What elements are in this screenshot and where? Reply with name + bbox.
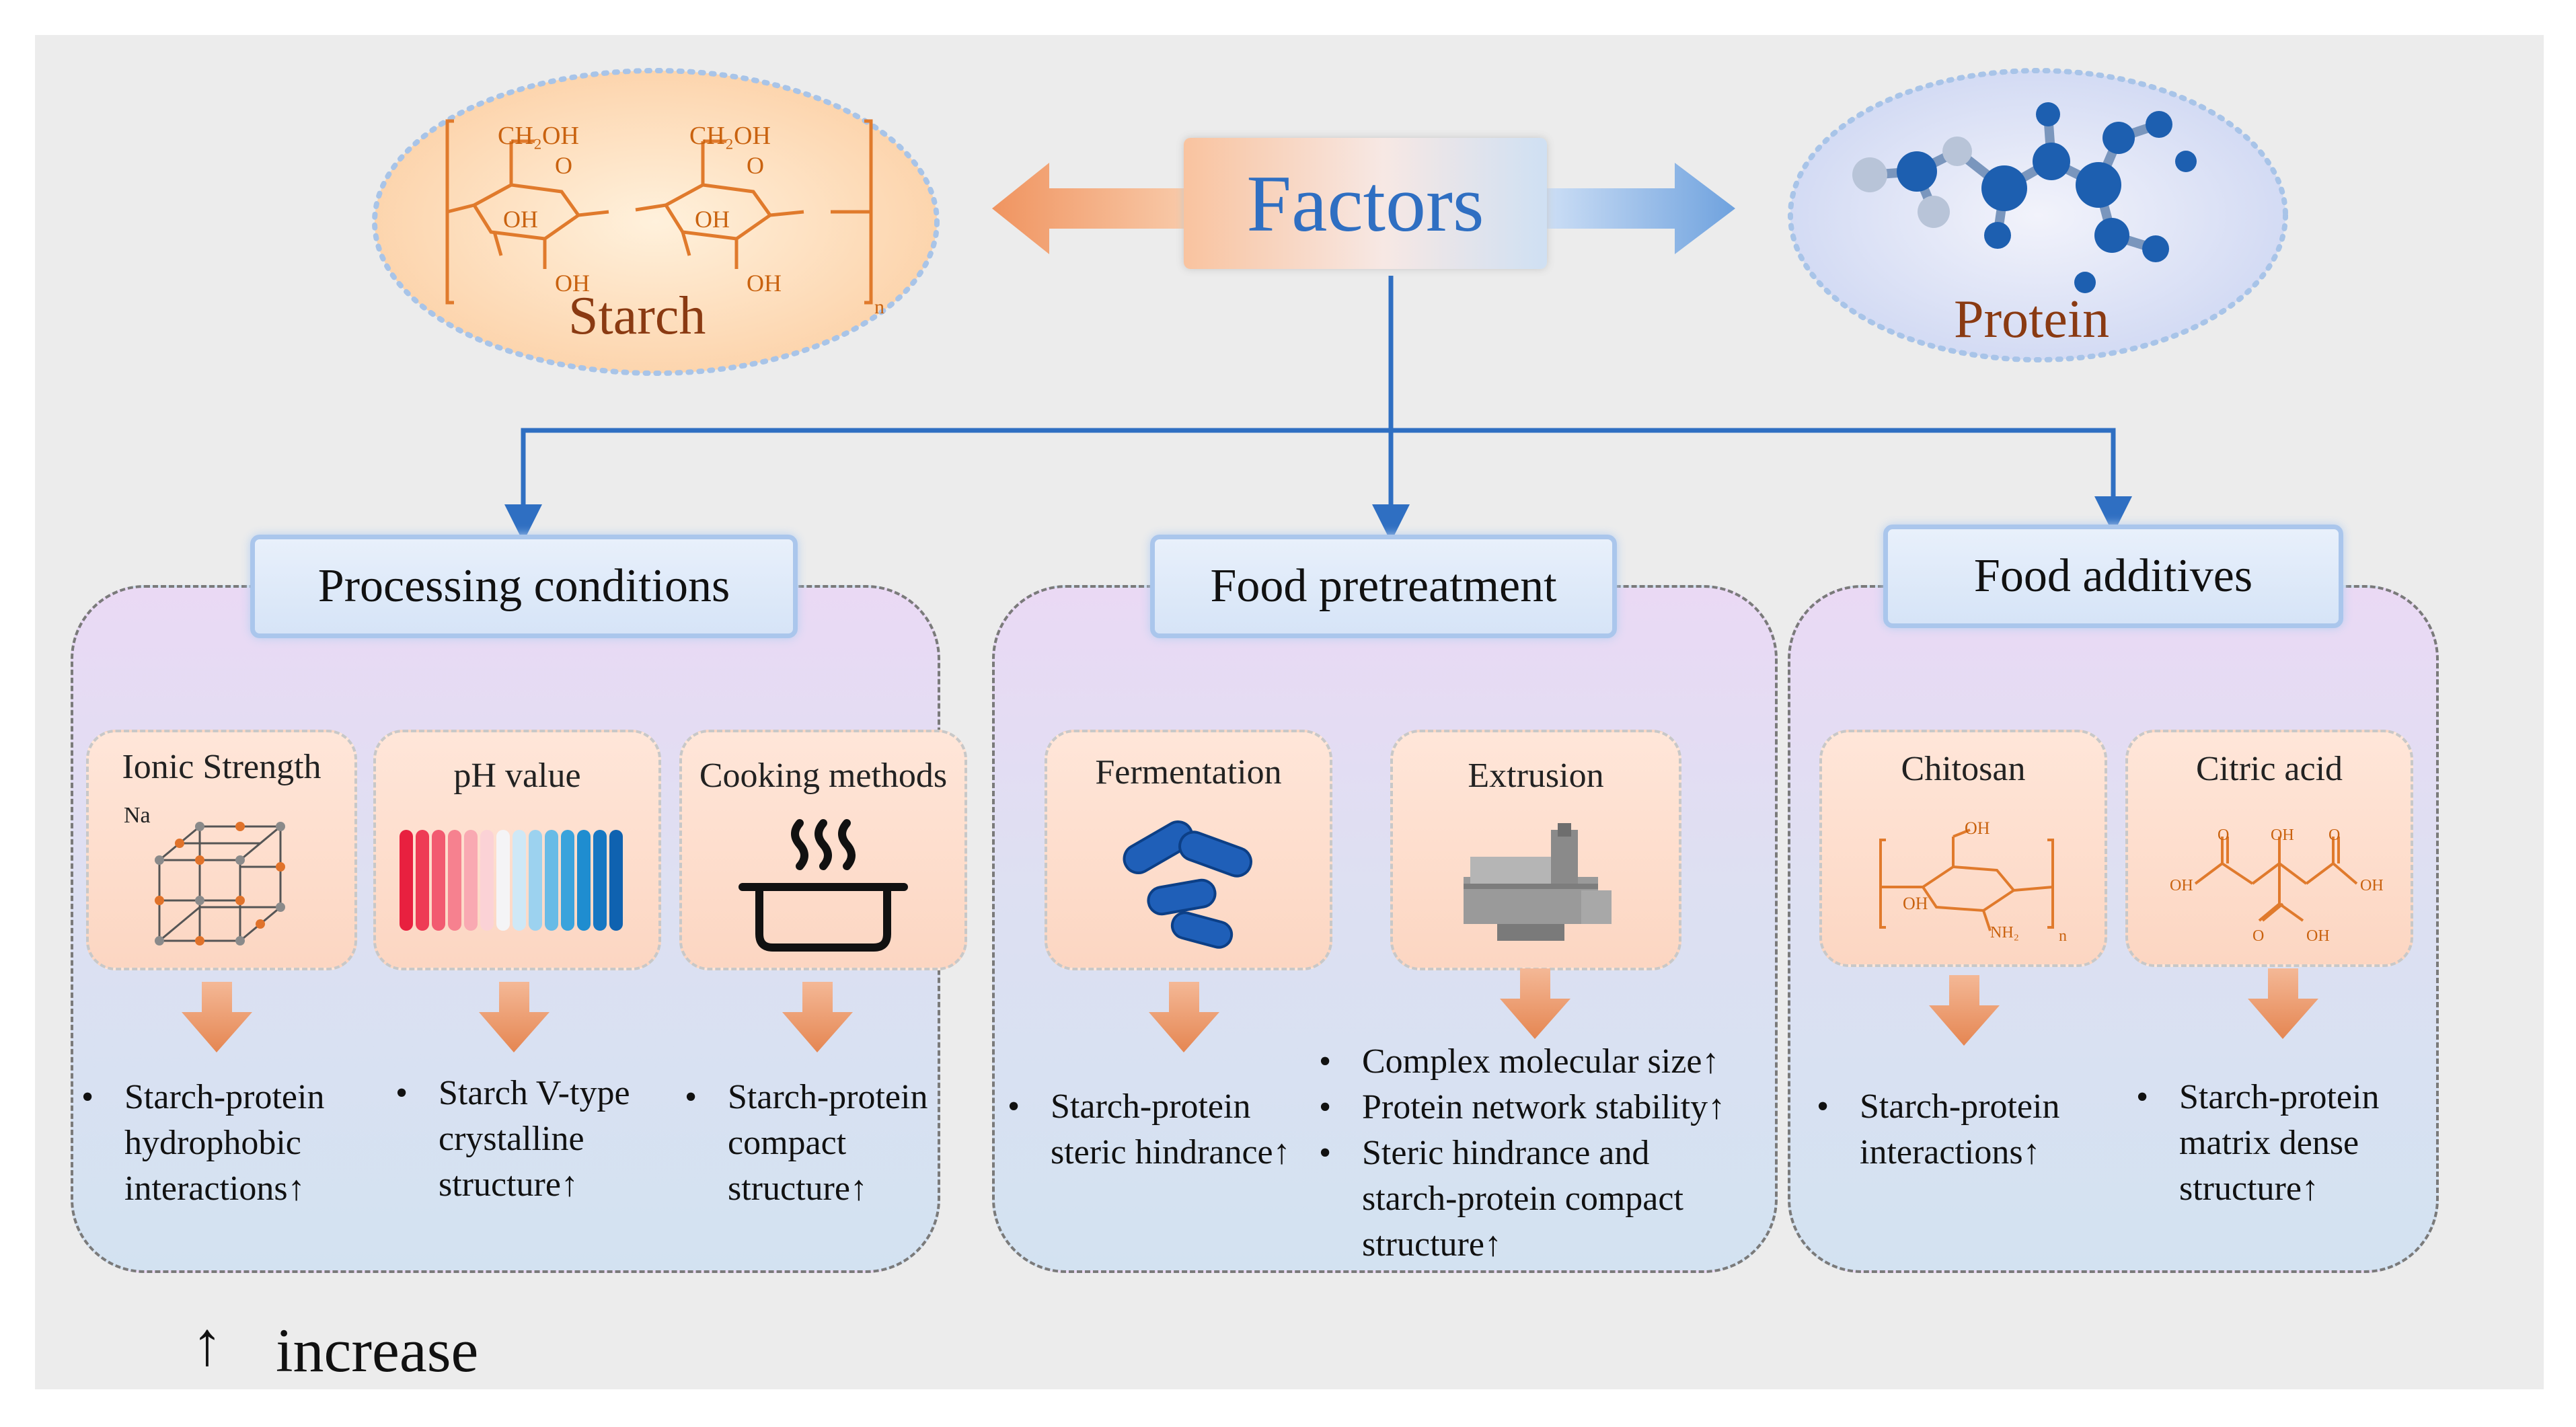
arrow-to-protein [1540,163,1735,254]
citric-acid-structure-icon [2194,837,2358,922]
ph-gradient-icon [400,830,623,931]
chitosan-n-label: n [2059,927,2067,945]
legend-arrow-symbol: ↑ [192,1309,223,1378]
bullet-dot: • [81,1078,94,1116]
chitosan-structure-icon [1879,828,2054,931]
protein-label: Protein [1954,290,2110,349]
extruder-machine-icon [1464,823,1612,941]
chitosan-oh-label-1: OH [1965,818,1990,838]
starch-oh-label-3: OH [555,270,590,297]
fermentation-effect: •Starch-protein steric hindrance↑ [1008,1084,1291,1175]
starch-source-oval [372,68,940,376]
cooking-methods-effect: •Starch-protein compact structure↑ [685,1075,927,1212]
extrusion-title: Extrusion [1468,757,1604,795]
citric-acid-o-label-1: O [2218,826,2230,844]
processing-conditions-header: Processing conditions [250,535,798,638]
citric-acid-o-label-2: O [2328,826,2341,844]
starch-oh-label-4: OH [747,270,782,297]
citric-acid-oh-label-2: OH [2271,826,2294,844]
fermentation-title: Fermentation [1095,753,1282,792]
starch-oh-label-1: OH [503,206,538,233]
crystal-lattice-icon [155,822,285,946]
food-additives-header: Food additives [1883,525,2343,628]
starch-o-label-1: O [555,152,572,179]
fermentation-card: Fermentation [1045,730,1332,970]
bullet-dot: • [1319,1134,1332,1172]
citric-acid-o-label-3: O [2252,927,2265,945]
citric-acid-oh-label-4: OH [2306,927,2330,945]
citric-acid-oh-label-3: OH [2360,877,2384,894]
ionic-strength-card: Ionic Strength Na [86,730,357,970]
starch-n-label: n [874,296,884,318]
arrow-to-starch [992,163,1184,254]
bullet-dot: • [2136,1078,2149,1116]
extrusion-card: Extrusion [1390,730,1681,970]
protein-source-oval [1788,68,2288,362]
citric-acid-title: Citric acid [2195,750,2343,788]
ionic-strength-effect: •Starch-protein hydrophobic interactions… [81,1075,324,1212]
starch-ch2oh-label-2: CH₂OH [689,122,771,150]
starch-oh-label-2: OH [695,206,730,233]
extrusion-effect-1: •Complex molecular size↑ [1319,1039,1719,1085]
starch-label: Starch [568,286,706,346]
bullet-dot: • [1319,1042,1332,1081]
factors-title: Factors [1184,138,1547,269]
ionic-strength-title: Ionic Strength [122,748,321,786]
cooking-pot-icon [738,819,908,952]
starch-o-label-2: O [747,152,764,179]
chitosan-effect: •Starch-protein interactions↑ [1817,1084,2059,1175]
bullet-dot: • [685,1078,697,1116]
legend-label: increase [276,1316,479,1385]
chitosan-nh2-label: NH₂ [1990,924,2020,941]
extrusion-effect-3: •Steric hindrance and starch-protein com… [1319,1130,1683,1268]
ph-value-title: pH value [453,757,581,795]
bullet-dot: • [395,1074,408,1112]
citric-acid-oh-label-1: OH [2170,877,2193,894]
chitosan-title: Chitosan [1901,750,2026,788]
cooking-methods-title: Cooking methods [699,757,948,795]
bullet-dot: • [1008,1087,1020,1126]
ph-value-card: pH value [373,730,661,970]
citric-acid-card: Citric acid OH OH OH OH O O O [2125,730,2413,967]
starch-ch2oh-label-1: CH₂OH [498,122,579,150]
chitosan-oh-label-2: OH [1903,894,1928,913]
ph-value-effect: •Starch V-type crystalline structure↑ [395,1071,630,1208]
extrusion-effect-2: •Protein network stability↑ [1319,1085,1725,1130]
bullet-dot: • [1817,1087,1829,1126]
na-label: Na [124,803,151,828]
cooking-methods-card: Cooking methods [679,730,967,970]
bacteria-icon [1123,820,1252,949]
citric-acid-effect: •Starch-protein matrix dense structure↑ [2136,1075,2379,1212]
starch-structure-icon [445,119,873,305]
chitosan-card: Chitosan OH OH NH₂ n [1819,730,2107,967]
bullet-dot: • [1319,1088,1332,1126]
food-pretreatment-header: Food pretreatment [1150,535,1617,638]
